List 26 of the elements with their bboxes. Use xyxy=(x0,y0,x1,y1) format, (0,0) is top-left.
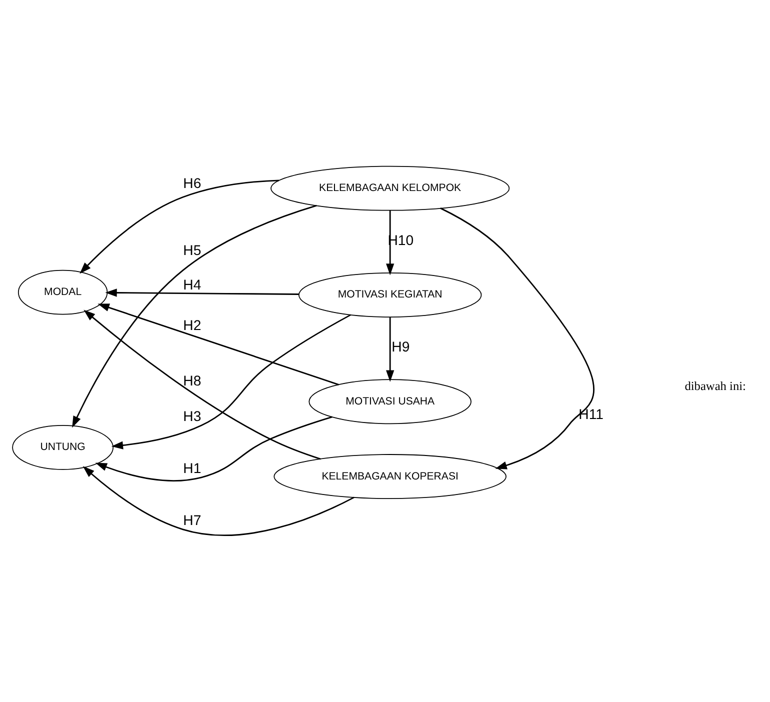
arrow xyxy=(386,317,394,382)
edge-label: H11 xyxy=(578,406,604,422)
edge-label: H3 xyxy=(183,408,202,424)
arrow xyxy=(98,304,339,386)
arrow xyxy=(82,466,355,536)
edge-label: H6 xyxy=(183,175,202,192)
edge-label: H2 xyxy=(183,317,202,334)
edge-label: H7 xyxy=(183,512,202,528)
arrow xyxy=(84,310,321,460)
label: dibawah ini: xyxy=(684,378,746,393)
node-ellipse: KELEMBAGAAN KELOMPOK xyxy=(270,166,510,211)
arrow xyxy=(72,204,317,428)
edge-label: H8 xyxy=(183,372,202,389)
node-ellipse: MOTIVASI KEGIATAN xyxy=(298,272,482,318)
edge-label: H9 xyxy=(392,338,410,355)
node-ellipse: MOTIVASI USAHA xyxy=(308,379,472,424)
arrow xyxy=(111,314,352,450)
arrow xyxy=(105,288,299,297)
arrow xyxy=(440,208,594,470)
edge-label: H4 xyxy=(183,276,202,293)
arrow xyxy=(80,180,280,274)
arrow xyxy=(386,210,394,276)
edge-label: H1 xyxy=(183,460,202,476)
node-ellipse: MODAL xyxy=(18,270,108,315)
edge-label: H5 xyxy=(183,242,202,258)
arrow xyxy=(95,416,332,482)
